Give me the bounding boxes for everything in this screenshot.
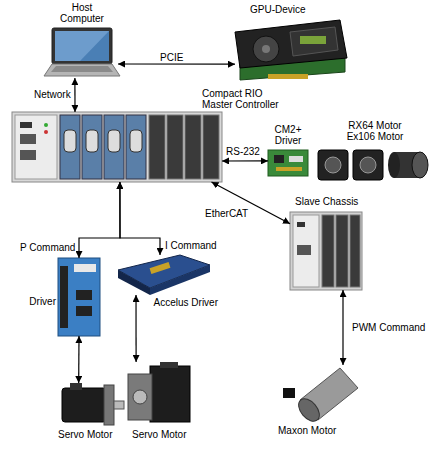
device-node: Slave Chassis: [290, 212, 362, 290]
device-node: Servo Motor: [128, 362, 190, 425]
device-label: Driver: [20, 296, 56, 307]
connector-arrow: [118, 63, 235, 64]
device-label: Maxon Motor: [278, 425, 348, 436]
edge-label: EtherCAT: [205, 208, 248, 219]
gpu-illustration: [235, 20, 347, 80]
device-label: GPU-Device: [250, 4, 340, 15]
servo-motor-illustration: [62, 383, 124, 425]
device-label: Compact RIO Master Controller: [202, 88, 288, 110]
device-label: CM2+ Driver: [266, 124, 310, 146]
device-label: Host Computer: [54, 2, 110, 24]
device-node: GPU-Device: [235, 22, 347, 85]
device-node: Driver: [58, 258, 100, 336]
device-node: Host Computer: [45, 28, 118, 78]
edge-label: I Command: [165, 240, 217, 251]
device-label: Servo Motor: [58, 429, 128, 440]
device-node: Maxon Motor: [283, 365, 358, 420]
device-node: Compact RIO Master Controller: [12, 112, 222, 182]
device-node: RX64 Motor Ex106 Motor: [315, 147, 430, 181]
slave-chassis-illustration: [290, 212, 362, 290]
device-node: Servo Motor: [62, 383, 124, 425]
edge-label: PCIE: [160, 52, 183, 63]
edge-label: RS-232: [226, 146, 260, 157]
accelus-driver-illustration: [118, 255, 210, 295]
device-node: CM2+ Driver: [268, 150, 308, 176]
maxon-motor-illustration: [283, 368, 358, 425]
connector-arrow: [78, 336, 80, 383]
edge-label: Network: [34, 89, 71, 100]
edge-label: P Command: [20, 242, 75, 253]
driver-board-illustration: [268, 150, 308, 176]
connector-arrow: [79, 182, 120, 258]
servo-driver-illustration: [58, 258, 100, 336]
connector-arrow: [74, 78, 75, 112]
servo-actuator-illustration: [318, 150, 428, 180]
device-node: Accelus Driver: [118, 255, 210, 295]
servo-motor-illustration: [128, 362, 190, 422]
edge-label: PWM Command: [352, 322, 425, 333]
crio-chassis-illustration: [12, 112, 222, 182]
connector-arrow: [120, 182, 160, 255]
laptop-illustration: [44, 28, 120, 76]
device-label: Slave Chassis: [295, 196, 375, 207]
device-label: Accelus Driver: [143, 297, 218, 308]
device-label: RX64 Motor Ex106 Motor: [340, 120, 410, 142]
connector-arrow: [135, 295, 136, 362]
device-label: Servo Motor: [132, 429, 202, 440]
connector-arrow: [222, 160, 268, 161]
connector-arrow: [342, 290, 343, 365]
